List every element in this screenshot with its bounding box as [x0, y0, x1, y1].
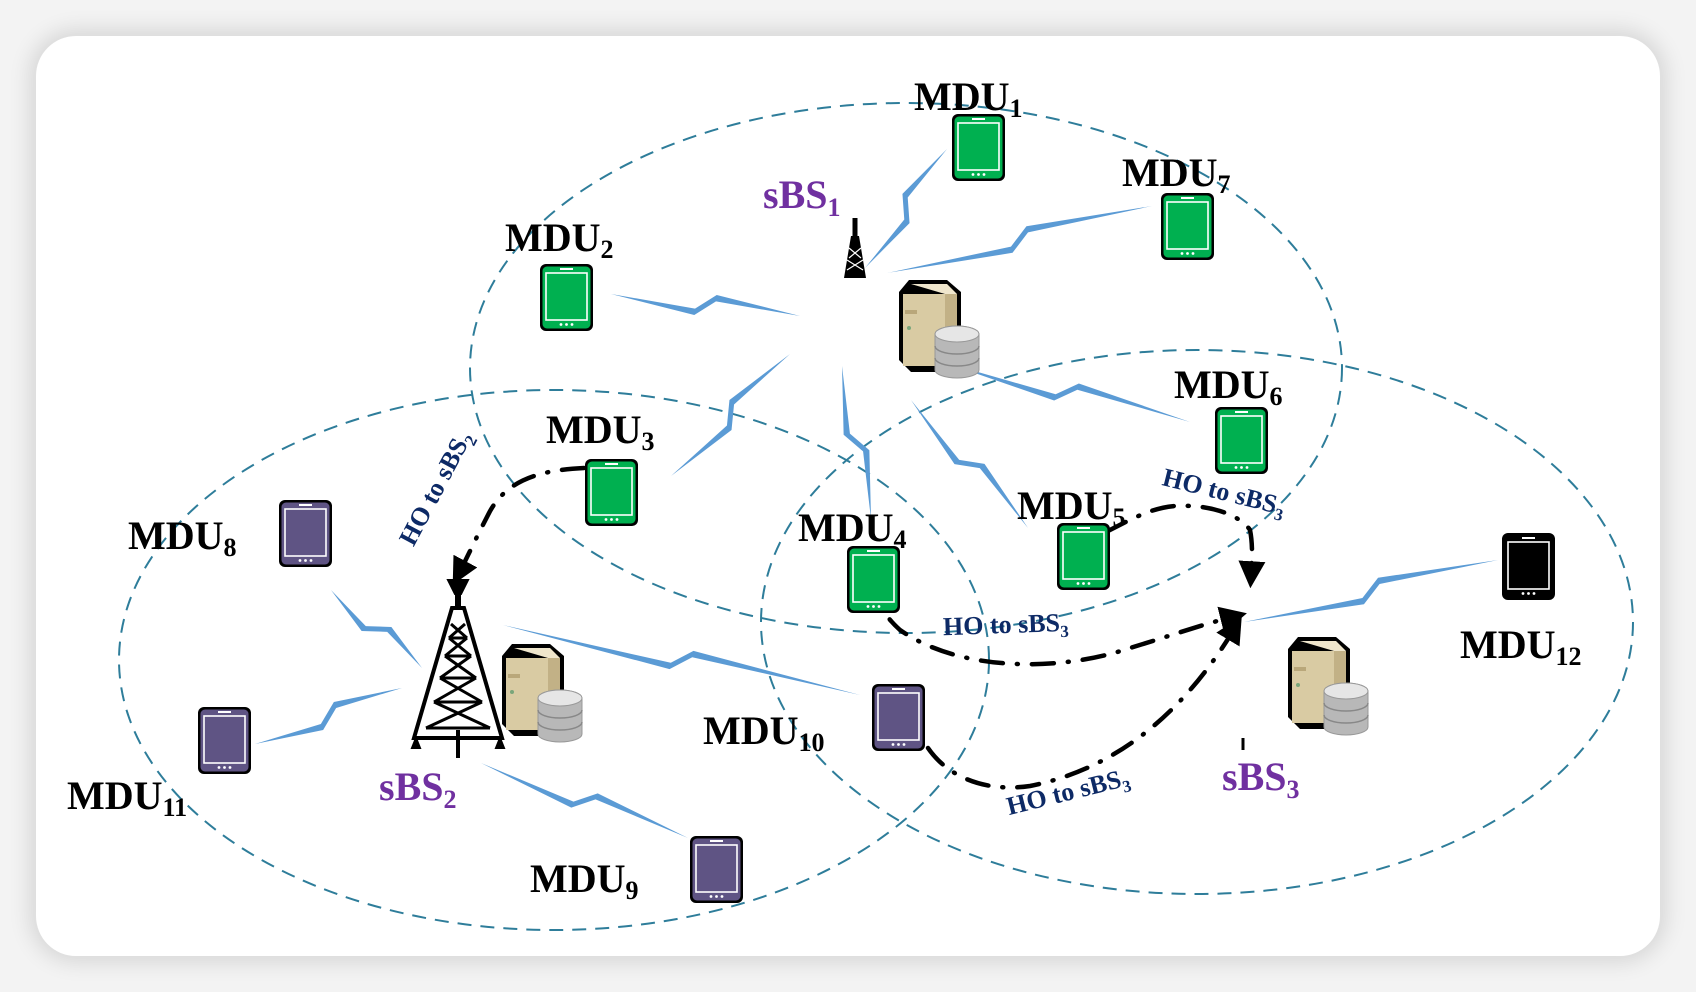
- device-MDU9: MDU9: [530, 836, 743, 905]
- device-MDU6: MDU6: [1174, 362, 1283, 474]
- device-label: MDU8: [128, 513, 237, 562]
- device-label: MDU6: [1174, 362, 1283, 411]
- wireless-links: [255, 149, 1498, 838]
- handover-path-MDU10-sBS3: [925, 616, 1242, 790]
- wireless-link-MDU6-sBS1: [943, 362, 1190, 422]
- device-MDU3: MDU3: [546, 407, 655, 526]
- handover-path-MDU3-sBS2: [452, 465, 587, 585]
- wireless-link-MDU8-sBS2: [331, 590, 422, 668]
- antenna-tower-icon: [410, 579, 506, 758]
- handover-labels: HO to sBS2 HO to sBS3 HO to sBS3 HO to s…: [393, 426, 1285, 824]
- tablet-icon: [279, 500, 332, 567]
- diagram-card: [36, 36, 1660, 956]
- device-MDU4: MDU4: [798, 505, 907, 613]
- device-MDU5: MDU5: [1017, 483, 1126, 590]
- device-label: MDU1: [914, 74, 1023, 123]
- device-label: MDU10: [703, 708, 825, 757]
- tablet-icon: [952, 114, 1005, 181]
- tablet-icon: [690, 836, 743, 903]
- device-label: MDU11: [67, 773, 187, 822]
- server-database-icon: [899, 280, 980, 379]
- device-label: MDU9: [530, 856, 639, 905]
- wireless-link-MDU12-sBS3: [1244, 560, 1498, 622]
- wireless-link-MDU4-sBS1: [842, 366, 871, 519]
- cell-boundary-sBS3: [760, 349, 1634, 895]
- device-MDU1: MDU1: [914, 74, 1023, 181]
- device-label: MDU4: [798, 505, 907, 554]
- device-MDU2: MDU2: [505, 215, 614, 331]
- device-label: MDU5: [1017, 483, 1126, 532]
- device-label: MDU12: [1460, 622, 1582, 671]
- tablet-icon: [1057, 523, 1110, 590]
- device-label: MDU2: [505, 215, 614, 264]
- device-MDU12: MDU12: [1460, 533, 1582, 671]
- base-station-sBS3: sBS3: [1222, 637, 1369, 804]
- wireless-link-MDU5-sBS1: [911, 400, 1028, 528]
- tablet-icon: [847, 546, 900, 613]
- tablet-icon: [198, 707, 251, 774]
- wireless-link-MDU1-sBS1: [865, 149, 947, 268]
- bs-label-sBS3: sBS3: [1222, 754, 1300, 804]
- wireless-link-MDU11-sBS2: [255, 688, 402, 744]
- handover-path-MDU4-sBS3: [870, 569, 1247, 667]
- tablet-icon: [1161, 193, 1214, 260]
- tablet-icon: [540, 264, 593, 331]
- tablet-icon: [1502, 533, 1555, 600]
- device-label: MDU7: [1122, 150, 1231, 199]
- base-station-sBS2: sBS2: [379, 579, 583, 814]
- device-label: MDU3: [546, 407, 655, 456]
- bs-label-sBS1: sBS1: [763, 172, 841, 222]
- device-MDU11: MDU11: [67, 707, 251, 822]
- bs-label-sBS2: sBS2: [379, 764, 457, 814]
- base-station-sBS1: sBS1: [763, 172, 980, 379]
- device-MDU7: MDU7: [1122, 150, 1231, 260]
- device-MDU8: MDU8: [128, 500, 332, 567]
- wireless-link-MDU10-sBS2: [503, 625, 860, 695]
- wireless-link-MDU3-sBS1: [671, 354, 790, 476]
- tablet-icon: [872, 684, 925, 751]
- wireless-link-MDU7-sBS1: [887, 206, 1152, 273]
- tablet-icon: [1215, 407, 1268, 474]
- server-database-icon: [502, 644, 583, 743]
- handover-paths: [452, 465, 1266, 790]
- handover-path-MDU5-sBS3: [1103, 503, 1266, 589]
- handover-label-MDU4-sBS3: HO to sBS3: [942, 608, 1069, 645]
- antenna-tower-icon: [844, 218, 866, 278]
- handover-label-MDU10-sBS3: HO to sBS3: [1004, 762, 1134, 824]
- server-database-icon: [1288, 637, 1369, 736]
- handover-label-sBS2: HO to sBS2: [393, 426, 481, 552]
- tablet-icon: [585, 459, 638, 526]
- wireless-link-MDU9-sBS2: [481, 763, 688, 838]
- device-MDU10: MDU10: [703, 684, 925, 757]
- wireless-link-MDU2-sBS1: [611, 294, 800, 316]
